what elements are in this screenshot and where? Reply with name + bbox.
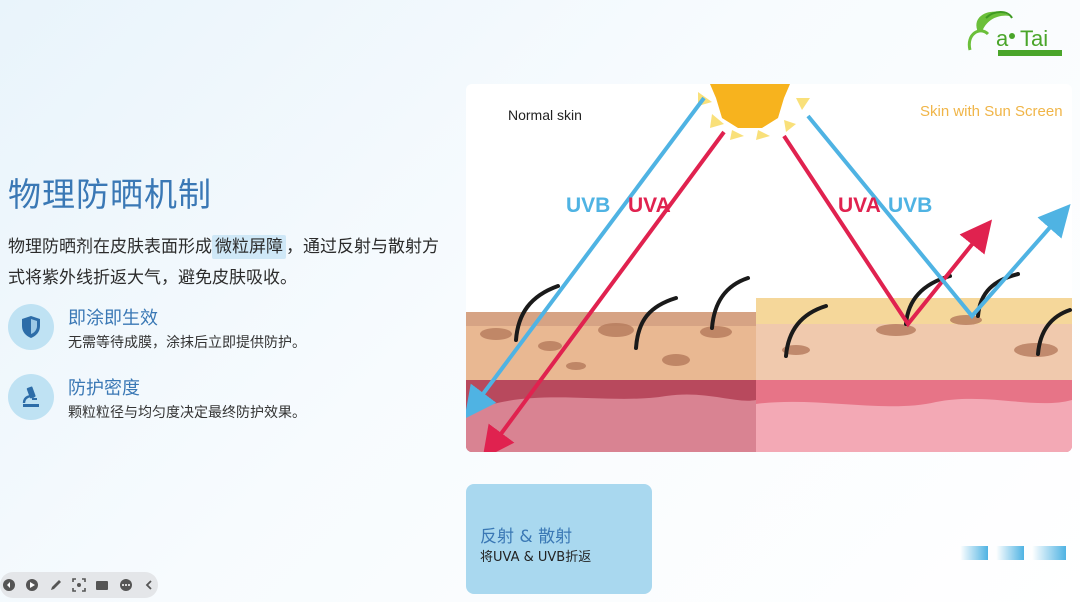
feature-instant: 即涂即生效 无需等待成膜，涂抹后立即提供防护。 — [8, 304, 388, 358]
play-icon[interactable] — [23, 576, 40, 594]
label-uvb-left: UVB — [566, 194, 610, 217]
gaotai-logo: a Tai — [964, 4, 1072, 58]
card-subtext: 将UVA & UVB折返 — [480, 550, 592, 565]
reflect-scatter-card: 反射 & 散射 将UVA & UVB折返 — [466, 484, 652, 594]
intro-highlight: 微粒屏障 — [212, 235, 286, 259]
shield-icon — [8, 304, 54, 350]
feature-density: 防护密度 颗粒粒径与均匀度决定最终防护效果。 — [8, 374, 388, 428]
card-heading: 反射 & 散射 — [480, 527, 573, 547]
deco-block — [996, 546, 1024, 560]
label-uva-right: UVA — [838, 194, 881, 217]
camera-icon[interactable] — [94, 576, 111, 594]
presentation-toolbar — [0, 572, 158, 598]
back-icon[interactable] — [0, 576, 17, 594]
intro-text-start: 物理防晒剂在皮肤表面形成 — [8, 237, 212, 257]
microscope-icon — [8, 374, 54, 420]
intro-text-end: ，通过反射与散射方式将紫外线折返大气，避免皮肤吸收。 — [8, 237, 439, 288]
page-title: 物理防晒机制 — [8, 175, 212, 214]
feature-title: 防护密度 — [68, 378, 140, 399]
collapse-icon[interactable] — [141, 576, 158, 594]
label-sunscreen-skin: Skin with Sun Screen — [920, 103, 1063, 120]
svg-text:Tai: Tai — [1020, 26, 1048, 51]
feature-desc: 无需等待成膜，涂抹后立即提供防护。 — [68, 335, 306, 351]
deco-block — [960, 546, 988, 560]
more-icon[interactable] — [117, 576, 134, 594]
sun-icon — [698, 84, 810, 140]
label-normal-skin: Normal skin — [508, 107, 582, 123]
pen-icon[interactable] — [47, 576, 64, 594]
label-uva-left: UVA — [628, 194, 671, 217]
uv-skin-diagram: Normal skin Skin with Sun Screen UVB UVA… — [466, 84, 1072, 452]
feature-desc: 颗粒粒径与均匀度决定最终防护效果。 — [68, 405, 306, 421]
intro-text: 物理防晒剂在皮肤表面形成微粒屏障，通过反射与散射方式将紫外线折返大气，避免皮肤吸… — [8, 232, 448, 294]
deco-block — [1032, 546, 1066, 560]
screenshot-icon[interactable] — [70, 576, 87, 594]
feature-title: 即涂即生效 — [68, 308, 158, 329]
label-uvb-right: UVB — [888, 194, 932, 217]
svg-text:a: a — [996, 26, 1009, 51]
